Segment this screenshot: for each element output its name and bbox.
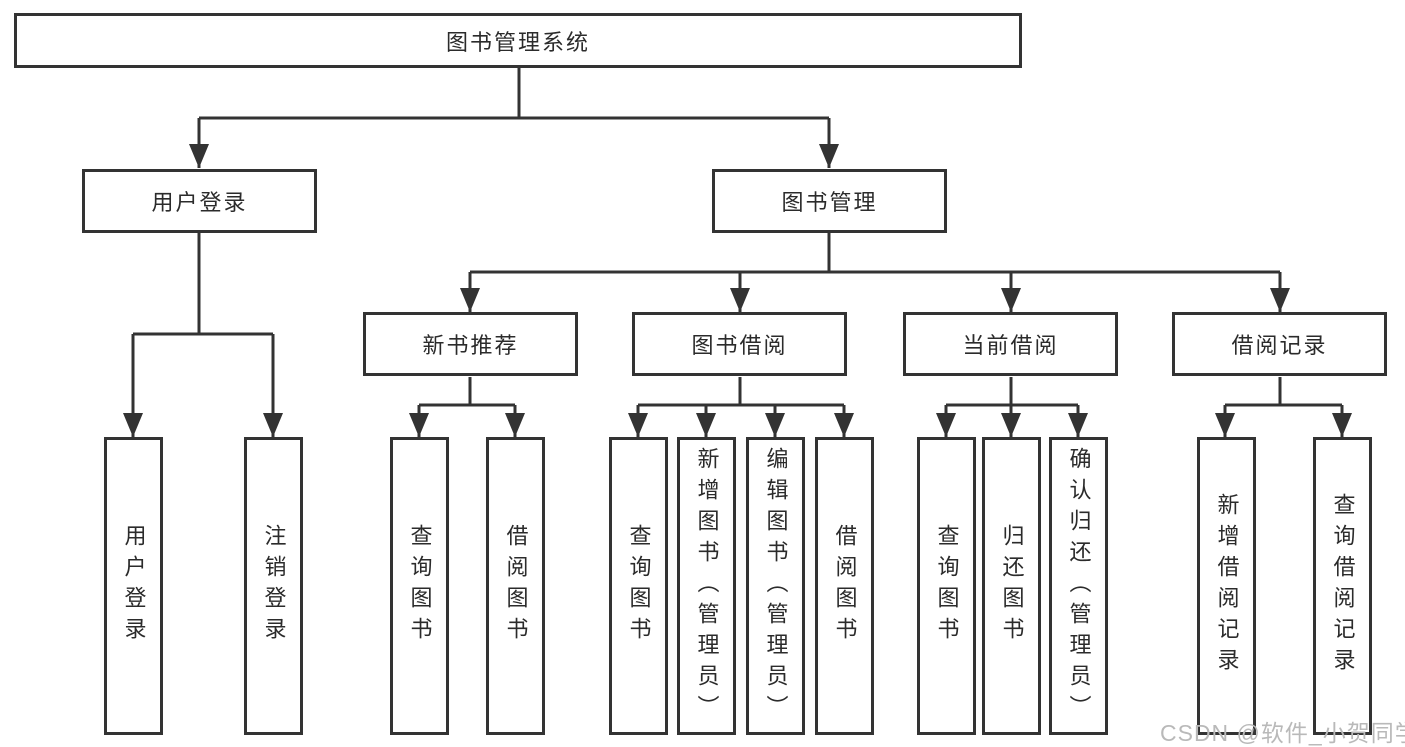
node-library-system: 图书管理系统 — [14, 13, 1022, 68]
node-book-management-label: 图书管理 — [781, 190, 878, 215]
node-current-borrowing-label: 当前借阅 — [962, 333, 1059, 358]
leaf-add-book-admin: 新增图书（管理员） — [677, 437, 736, 735]
leaf-user-login-label: 用户登录 — [121, 524, 147, 648]
node-current-borrowing: 当前借阅 — [903, 312, 1118, 376]
node-new-book-recommend: 新书推荐 — [363, 312, 578, 376]
leaf-borrow-books-borrowing-label: 借阅图书 — [832, 524, 858, 648]
node-library-system-label: 图书管理系统 — [445, 29, 590, 55]
leaf-return-book: 归还图书 — [982, 437, 1041, 735]
leaf-confirm-return-admin-label: 确认归还（管理员） — [1066, 446, 1092, 726]
leaf-add-borrow-record: 新增借阅记录 — [1197, 437, 1256, 735]
leaf-user-login: 用户登录 — [104, 437, 163, 735]
leaf-edit-book-admin: 编辑图书（管理员） — [746, 437, 805, 735]
leaf-query-books-recommend-label: 查询图书 — [407, 524, 433, 648]
leaf-borrow-books-recommend: 借阅图书 — [486, 437, 545, 735]
arrowheads — [123, 144, 1352, 437]
node-user-login: 用户登录 — [82, 169, 317, 233]
node-book-borrowing-label: 图书借阅 — [691, 333, 788, 358]
leaf-query-borrow-record-label: 查询借阅记录 — [1330, 493, 1356, 679]
leaf-confirm-return-admin: 确认归还（管理员） — [1049, 437, 1108, 735]
csdn-watermark: CSDN @软件_小贺同学 — [1160, 720, 1405, 746]
node-user-login-label: 用户登录 — [151, 190, 248, 215]
leaf-return-book-label: 归还图书 — [999, 524, 1025, 648]
leaf-query-books-borrowing-label: 查询图书 — [626, 524, 652, 648]
leaf-query-books-current: 查询图书 — [917, 437, 976, 735]
leaf-logout-label: 注销登录 — [261, 524, 287, 648]
leaf-logout: 注销登录 — [244, 437, 303, 735]
leaf-add-book-admin-label: 新增图书（管理员） — [694, 446, 720, 726]
leaf-borrow-books-recommend-label: 借阅图书 — [503, 524, 529, 648]
node-borrowing-records: 借阅记录 — [1172, 312, 1387, 376]
leaf-query-books-recommend: 查询图书 — [390, 437, 449, 735]
leaf-edit-book-admin-label: 编辑图书（管理员） — [763, 446, 789, 726]
node-book-borrowing: 图书借阅 — [632, 312, 847, 376]
leaf-query-books-borrowing: 查询图书 — [609, 437, 668, 735]
node-borrowing-records-label: 借阅记录 — [1231, 333, 1328, 358]
leaf-borrow-books-borrowing: 借阅图书 — [815, 437, 874, 735]
leaf-query-borrow-record: 查询借阅记录 — [1313, 437, 1372, 735]
leaf-add-borrow-record-label: 新增借阅记录 — [1214, 493, 1240, 679]
node-book-management: 图书管理 — [712, 169, 947, 233]
leaf-query-books-current-label: 查询图书 — [934, 524, 960, 648]
node-new-book-recommend-label: 新书推荐 — [422, 333, 519, 358]
